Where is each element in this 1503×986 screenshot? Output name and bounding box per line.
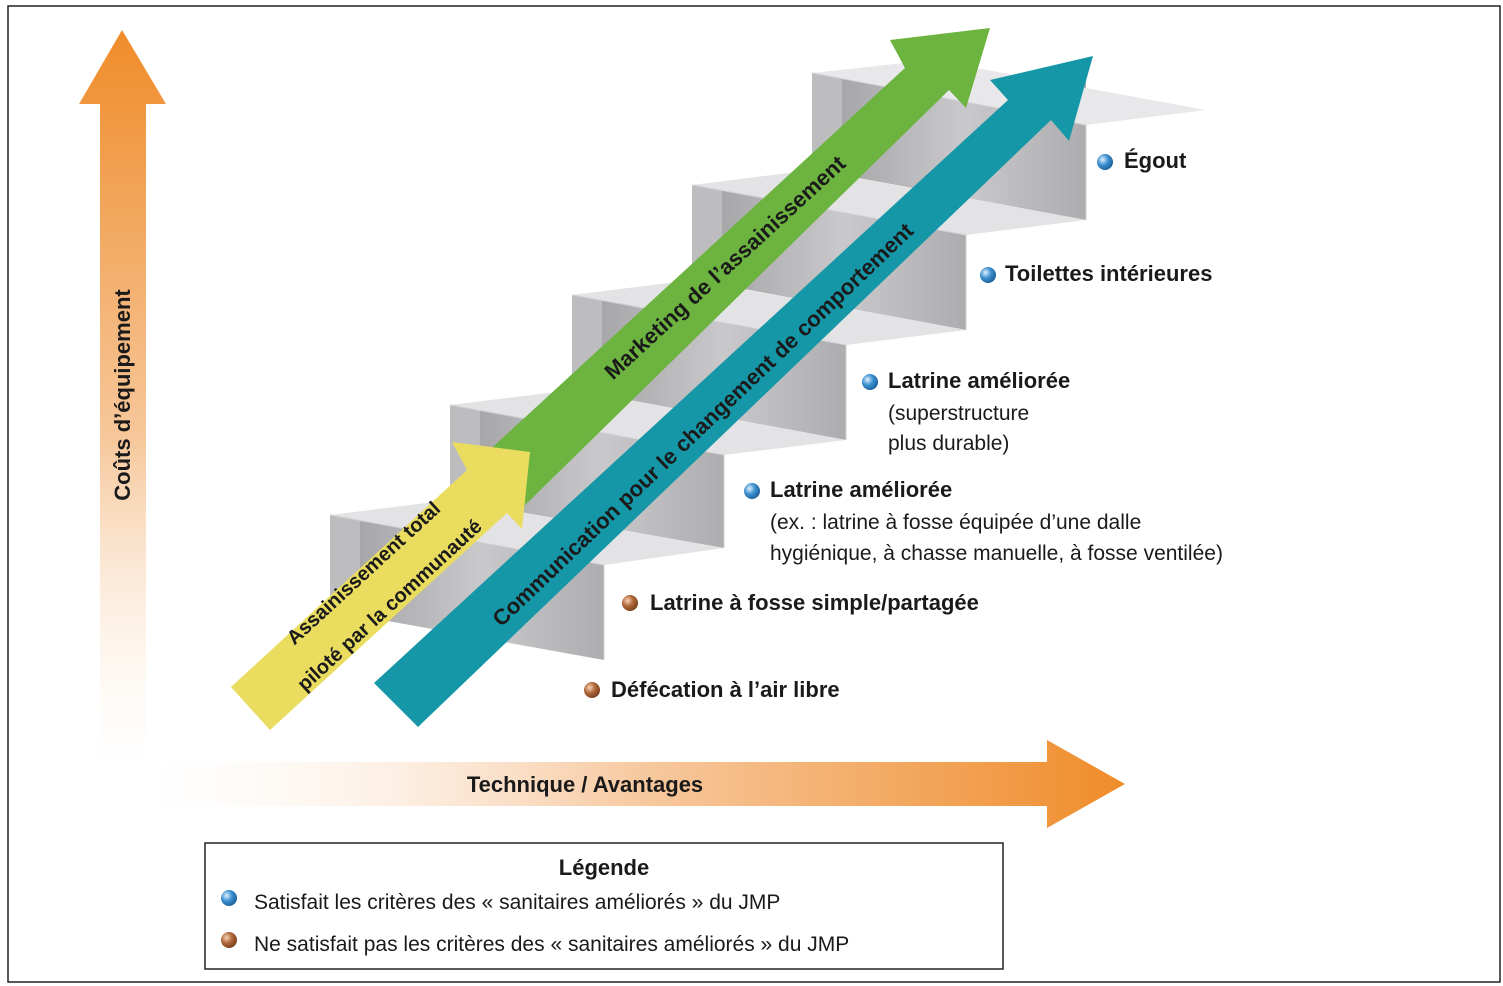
community-led-total-sanitation-arrow: [231, 442, 530, 730]
step-6-title: Égout: [1124, 148, 1187, 173]
not-improved-indicator-icon: [622, 595, 638, 611]
improved-legend-icon: [221, 890, 237, 906]
legend-box: [204, 842, 1004, 970]
x-axis-arrow: [150, 740, 1125, 828]
step-2-title: Latrine à fosse simple/partagée: [650, 590, 979, 615]
step-3-detail-1: (ex. : latrine à fosse équipée d’une dal…: [770, 511, 1141, 534]
behaviour-change-communication-arrow: [374, 56, 1093, 727]
step-3-title: Latrine améliorée: [770, 477, 952, 502]
legend: Légende Satisfait les critères des « san…: [204, 842, 1004, 970]
legend-item-improved: Satisfait les critères des « sanitaires …: [254, 891, 780, 914]
improved-indicator-icon: [862, 374, 878, 390]
step-5-title: Toilettes intérieures: [1005, 261, 1212, 286]
improved-indicator-icon: [1097, 154, 1113, 170]
legend-title: Légende: [559, 855, 649, 880]
improved-indicator-icon: [744, 483, 760, 499]
not-improved-indicator-icon: [584, 682, 600, 698]
not-improved-legend-icon: [221, 932, 237, 948]
y-axis-arrow: [79, 30, 166, 770]
marketing-arrow: [471, 28, 990, 508]
improved-indicator-icon: [980, 267, 996, 283]
figure-border: [7, 5, 1501, 983]
step-4-detail-1: (superstructure: [888, 402, 1029, 425]
step-1-title: Défécation à l’air libre: [611, 677, 840, 702]
step-4-detail-2: plus durable): [888, 432, 1009, 455]
step-4-title: Latrine améliorée: [888, 368, 1070, 393]
y-axis-label: Coûts d’équipement: [110, 289, 135, 501]
step-labels: Égout Toilettes intérieures Latrine amél…: [584, 148, 1223, 702]
x-axis-label: Technique / Avantages: [467, 772, 703, 797]
legend-item-not-improved: Ne satisfait pas les critères des « sani…: [254, 933, 849, 956]
step-3-detail-2: hygiénique, à chasse manuelle, à fosse v…: [770, 542, 1223, 565]
